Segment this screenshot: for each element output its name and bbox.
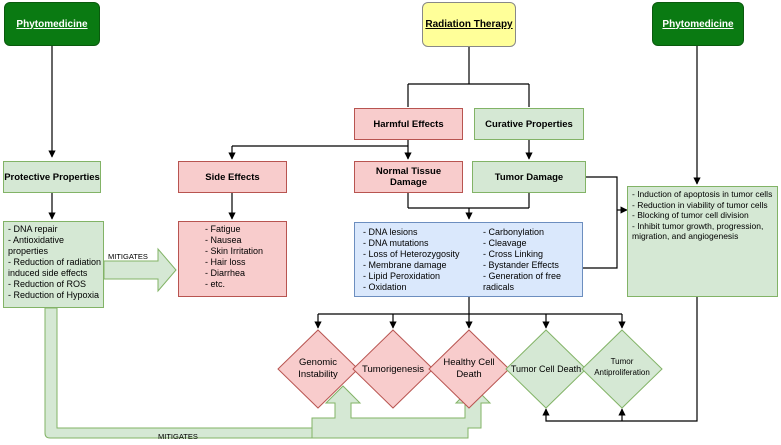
diamond-healthy-cell-death — [428, 329, 510, 409]
list-item: - Reduction of Hypoxia — [8, 290, 100, 300]
list-item: induced side effects — [8, 268, 88, 278]
list-item: - Membrane damage — [363, 260, 447, 270]
label-tumorigenesis: Tumorigenesis — [362, 364, 424, 375]
list-item: - Lipid Peroxidation — [363, 271, 441, 281]
list-item: - Oxidation — [363, 282, 407, 292]
list-item: - Nausea — [205, 235, 242, 245]
list-item: - Skin Irritation — [205, 246, 264, 256]
list-item: - DNA mutations — [363, 238, 429, 248]
tissue-damage-mechanisms-list: - DNA lesions - DNA mutations - Loss of … — [354, 222, 583, 297]
diamond-genomic-instability — [277, 329, 359, 409]
list-item: - Induction of apoptosis in tumor cells — [632, 189, 773, 199]
list-item: properties — [8, 246, 49, 256]
list-item: - DNA repair — [8, 224, 58, 234]
diamond-tumor-cell-death — [505, 329, 587, 409]
list-item: - Cleavage — [483, 238, 527, 248]
harmful-effects-node: Harmful Effects — [354, 108, 463, 140]
label-mitigates-bottom: MITIGATES — [158, 432, 198, 441]
radiation-therapy-node: Radiation Therapy — [422, 2, 516, 47]
list-item: - Generation of free — [483, 271, 562, 281]
list-item: - Reduction of radiation — [8, 257, 102, 267]
label-healthy-2: Death — [456, 369, 481, 380]
list-item: radicals — [483, 282, 515, 292]
tumor-damage-node: Tumor Damage — [472, 161, 586, 193]
list-item: - Diarrhea — [205, 268, 246, 278]
label-genomic-2: Instability — [298, 369, 338, 380]
mitigates-top-arrow — [103, 247, 177, 293]
diamond-tumor-antiproliferation — [581, 329, 663, 409]
list-item: - Fatigue — [205, 224, 241, 234]
list-item: - Loss of Heterozygosity — [363, 249, 460, 259]
side-effects-list: - Fatigue - Nausea - Skin Irritation - H… — [178, 221, 287, 297]
label-mitigates-top: MITIGATES — [108, 252, 148, 261]
diamond-tumorigenesis — [352, 329, 434, 409]
mechanisms-left-column: - DNA lesions - DNA mutations - Loss of … — [363, 227, 460, 293]
list-item: - DNA lesions — [363, 227, 418, 237]
normal-tissue-damage-node: Normal Tissue Damage — [354, 161, 463, 193]
list-item: - etc. — [205, 279, 226, 289]
tumor-effects-list: - Induction of apoptosis in tumor cells … — [627, 186, 778, 297]
label-healthy-1: Healthy Cell — [443, 357, 494, 368]
list-item: - Reduction in viability of tumor cells — [632, 199, 768, 210]
mitigates-bottom-arrow — [44, 307, 492, 439]
list-item: - Antioxidative — [8, 235, 65, 245]
list-item: - Bystander Effects — [483, 260, 559, 270]
list-item: - Blocking of tumor cell division — [632, 210, 749, 220]
list-item: - Inhibit tumor growth, progression, mig… — [632, 220, 764, 242]
phytomedicine-right-node: Phytomedicine — [652, 2, 744, 46]
mechanisms-right-column: - Carbonylation - Cleavage - Cross Linki… — [483, 227, 561, 293]
label-tumor-death: Tumor Cell Death — [511, 364, 581, 374]
list-item: - Hair loss — [205, 257, 246, 267]
protective-properties-list: - DNA repair - Antioxidative properties … — [3, 221, 104, 308]
label-genomic-1: Genomic — [299, 357, 337, 368]
phytomedicine-left-node: Phytomedicine — [4, 2, 100, 46]
label-antiprolif-2: Antiproliferation — [594, 368, 650, 377]
list-item: - Cross Linking — [483, 249, 544, 259]
list-item: - Reduction of ROS — [8, 279, 87, 289]
list-item: - Carbonylation — [483, 227, 545, 237]
curative-properties-node: Curative Properties — [474, 108, 584, 140]
protective-properties-node: Protective Properties — [3, 161, 101, 193]
side-effects-node: Side Effects — [178, 161, 287, 193]
label-antiprolif-1: Tumor — [611, 357, 634, 366]
